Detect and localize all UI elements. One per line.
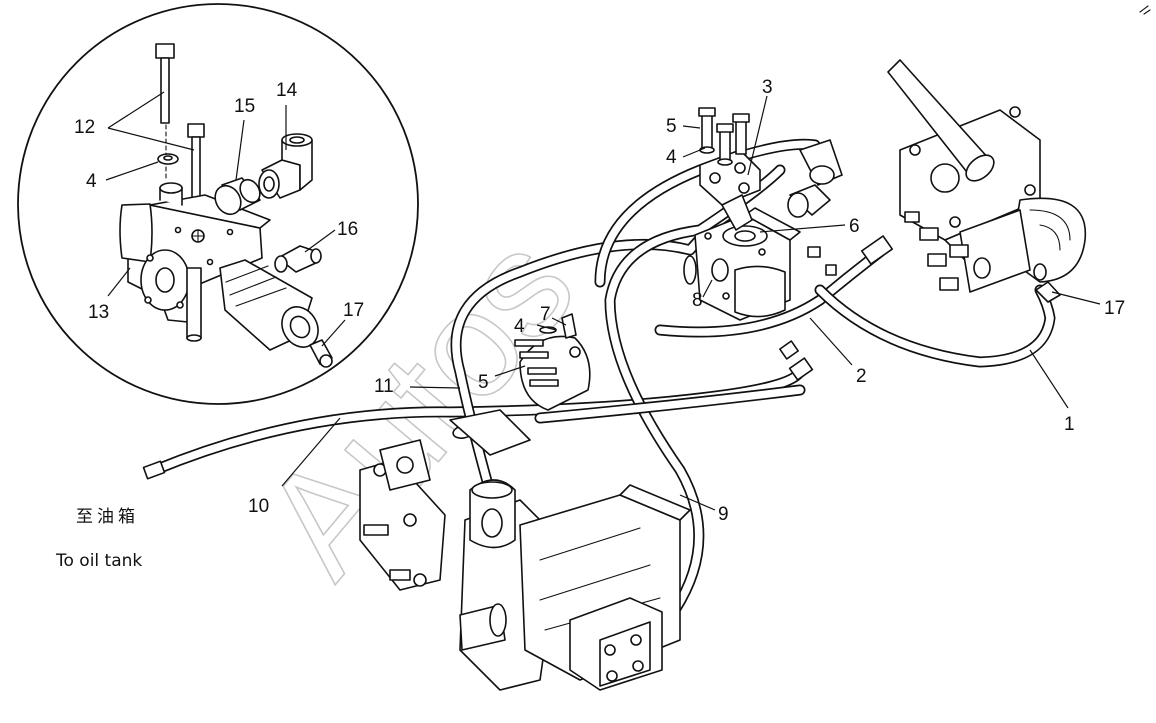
steering-unit: [887, 59, 1087, 303]
callout-15: 15: [234, 96, 255, 117]
note-to-tank-chinese: 至油箱: [76, 507, 139, 527]
callout-13: 13: [88, 302, 109, 323]
detail-inset: 12 4 13 15 14 16 17: [17, 3, 419, 405]
callout-17-inset: 17: [343, 300, 364, 321]
pump-assembly: [359, 409, 691, 691]
note-to-tank-english: To oil tank: [55, 551, 142, 571]
inset-bolt-long: [155, 43, 175, 124]
callout-8: 8: [692, 290, 703, 311]
inset-valve-block: [119, 182, 271, 342]
callout-1: 1: [1064, 414, 1075, 435]
inset-elbow-14: [258, 133, 313, 199]
callout-4-mid: 4: [514, 316, 525, 337]
callout-4-inset: 4: [86, 171, 97, 192]
callout-17-main: 17: [1104, 298, 1125, 319]
priority-valve: [683, 107, 843, 321]
callout-7: 7: [540, 304, 551, 325]
callout-9: 9: [718, 504, 729, 525]
callout-5-mid: 5: [478, 372, 489, 393]
callout-10: 10: [248, 496, 269, 517]
callout-6: 6: [849, 216, 860, 237]
inset-elbow-16: [274, 245, 322, 273]
hoses: [142, 138, 1056, 616]
tank-note: 至油箱 To oil tank: [55, 507, 142, 571]
callout-14: 14: [276, 80, 298, 101]
callout-5-top: 5: [666, 116, 677, 137]
corner-mark: [1139, 5, 1151, 15]
inset-nipple-17: [309, 339, 333, 368]
callout-3: 3: [762, 77, 773, 98]
inset-fitting-15: [214, 177, 261, 216]
callout-16: 16: [337, 219, 358, 240]
mid-bracket: [514, 313, 591, 411]
inset-circle: [17, 3, 419, 405]
callout-2: 2: [856, 366, 867, 387]
callout-11: 11: [374, 376, 394, 397]
inset-washer: [157, 153, 179, 165]
inset-relief-cartridge: [219, 259, 319, 351]
callout-12: 12: [74, 117, 95, 138]
main-callouts: 5 4 3 6 8 4 7 5 2 1 17 9 11 10: [248, 77, 1125, 525]
callout-4-top: 4: [666, 147, 677, 168]
